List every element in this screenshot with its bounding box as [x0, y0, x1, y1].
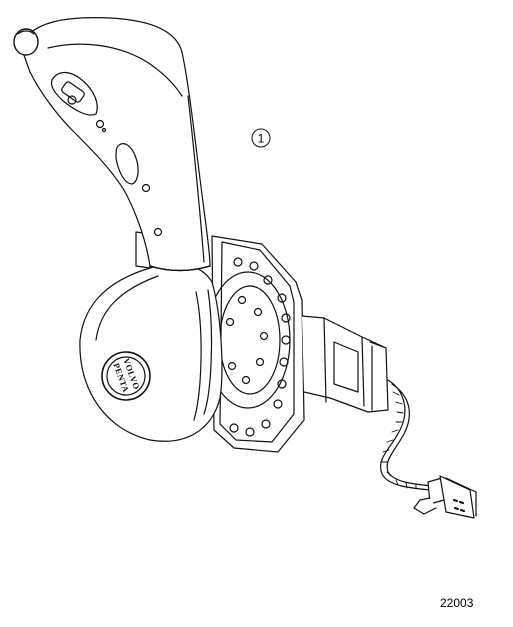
callout-1-label: 1: [258, 132, 265, 146]
mounting-plate: [135, 231, 305, 453]
cable-harness: [380, 379, 433, 491]
lever-housing: VOLVO PENTA: [79, 263, 223, 442]
figure-number: 22003: [440, 596, 474, 610]
cable-housing: [301, 315, 389, 413]
callout-1: 1: [251, 128, 271, 148]
lever-arm: [13, 17, 211, 272]
connector-plug: [413, 475, 477, 519]
